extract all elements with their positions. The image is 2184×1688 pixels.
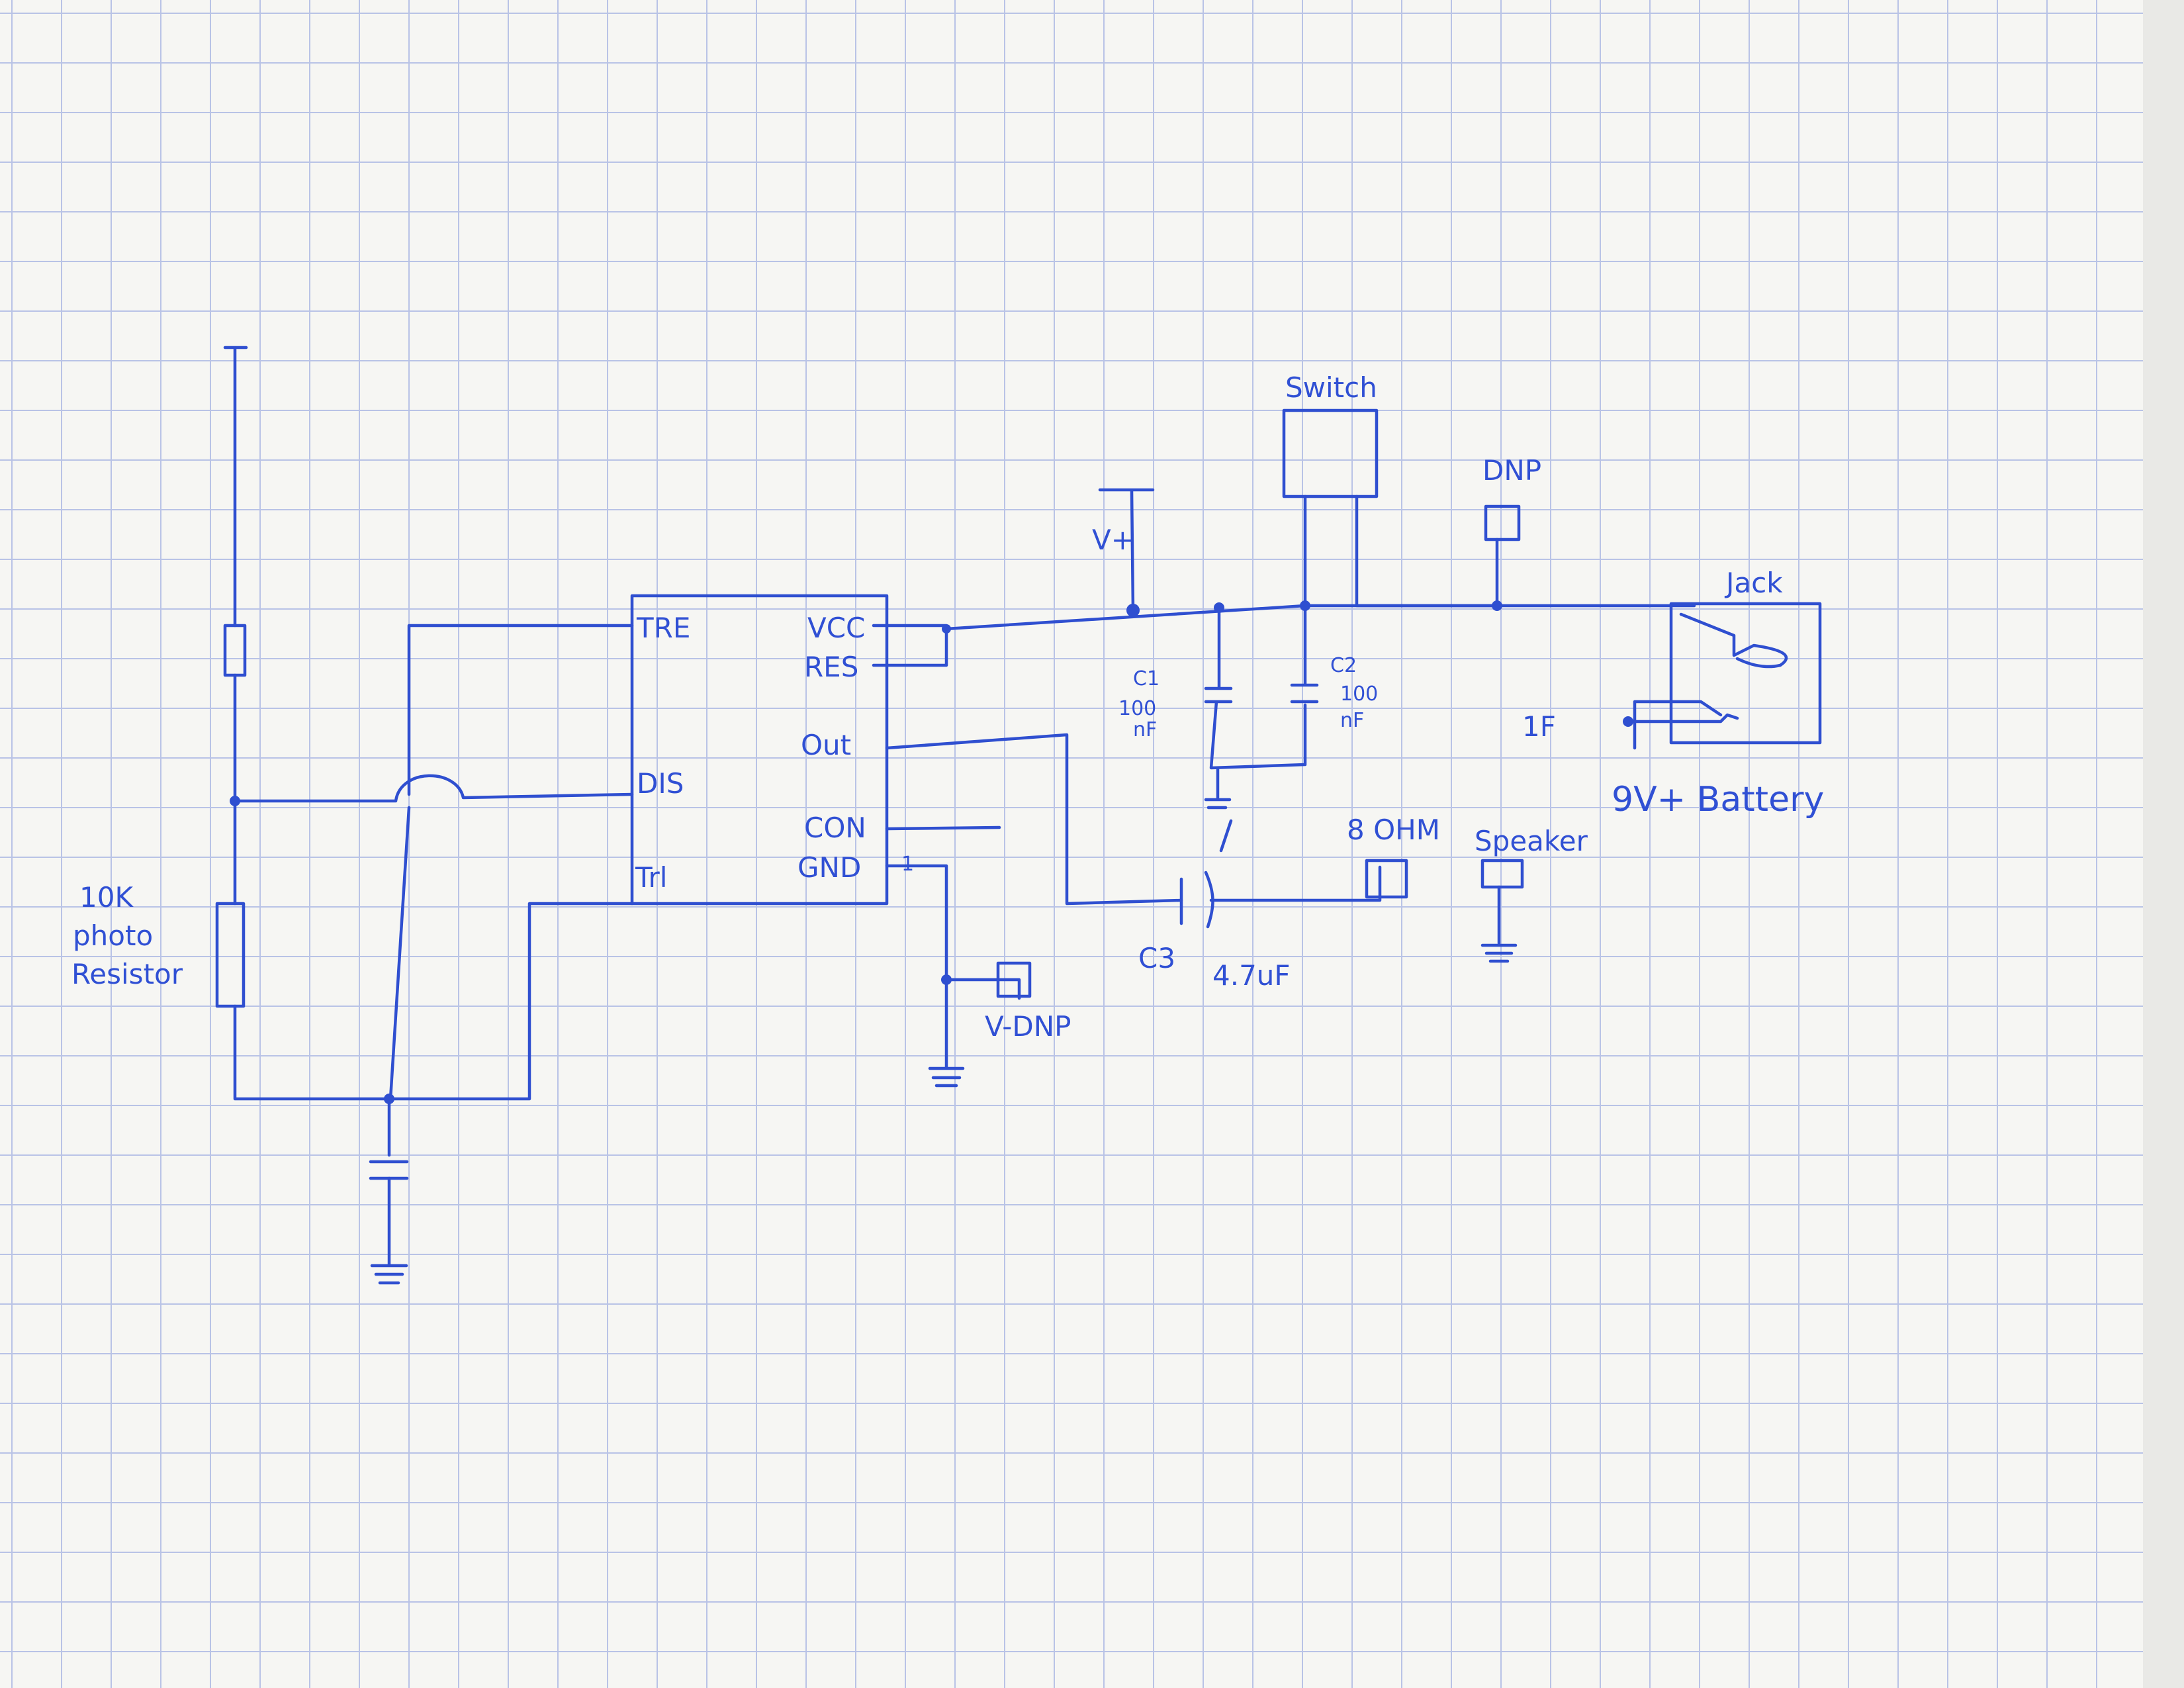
vplus-wire [1098,488,1155,612]
c1-value-line1: 100 [1118,697,1156,720]
timing-cap-ground [370,1176,408,1285]
switch-box [1282,408,1379,498]
jack-contact-bottom [1625,700,1739,750]
c2-value-line2: nF [1340,709,1364,732]
photo-resistor-label-2: photo [73,919,153,952]
jack-label: Jack [1724,567,1783,599]
vdnp-label: V-DNP [985,1010,1071,1043]
junction-bottom [384,1094,394,1104]
pin-gnd-label: GND [797,851,861,884]
con-wire [885,825,1001,831]
junction-vplus [1126,604,1140,617]
ic-555-body [630,594,889,906]
c2-wire [1290,604,1319,704]
speaker-box [1480,859,1524,889]
jack-box [1669,602,1822,745]
photo-resistor-label-3: Resistor [71,958,183,990]
c3-value-label: 4.7uF [1212,959,1291,992]
junction-dnp [1492,600,1502,611]
switch-label: Switch [1285,371,1377,404]
pin-res-label: RES [804,651,858,683]
vplus-label: V+ [1092,524,1134,556]
vcc-res-wire [872,624,948,667]
pin-1-label: 1 [901,853,914,876]
c1-name-label: C1 [1133,667,1160,690]
photo-resistor-label-1: 10K [79,881,134,914]
bottom-loop-wire [233,902,634,1101]
vdnp-box [996,961,1032,998]
c3-right-wire [1209,819,1382,902]
antenna-wire [223,346,248,628]
c1-value-line2: nF [1133,718,1157,741]
switch-lead-right [1355,494,1498,608]
pin-con-label: CON [804,812,866,844]
c1-wire [1204,604,1307,810]
labels: TRE VCC RES DIS Out CON GND Trl 1 10K ph… [71,371,1824,1043]
ohm-label: 8 OHM [1347,814,1440,846]
c2-name-label: C2 [1330,654,1357,677]
jack-contact-top [1679,612,1788,669]
speaker-ground [1480,885,1518,963]
pin-trl-label: Trl [635,861,667,894]
dnp-top-label: DNP [1482,454,1541,487]
junction-vcc-res [942,624,951,633]
dis-wire [233,774,634,803]
junction-dots [230,600,1502,1104]
speaker-load-box [1365,859,1408,899]
junction-left [230,796,240,806]
paper-edge [2143,0,2184,1688]
tre-wire [388,624,634,1101]
out-wire [885,733,1183,906]
junction-gnd [941,974,952,985]
pin-out-label: Out [801,729,851,761]
dnp-top-box [1484,504,1521,541]
photo-resistor [215,902,246,1008]
junction-jack [1623,716,1633,727]
c2-value-line1: 100 [1340,682,1378,706]
battery-label: 9V+ Battery [1612,780,1824,820]
pin-dis-label: DIS [637,767,684,800]
junction-switch [1300,600,1310,611]
speaker-label: Speaker [1475,825,1588,857]
c3-label: C3 [1138,942,1175,974]
one-f-label: 1F [1522,710,1556,743]
junction-c1 [1214,602,1224,613]
pin-vcc-label: VCC [807,612,865,644]
pin-tre-label: TRE [636,612,690,644]
